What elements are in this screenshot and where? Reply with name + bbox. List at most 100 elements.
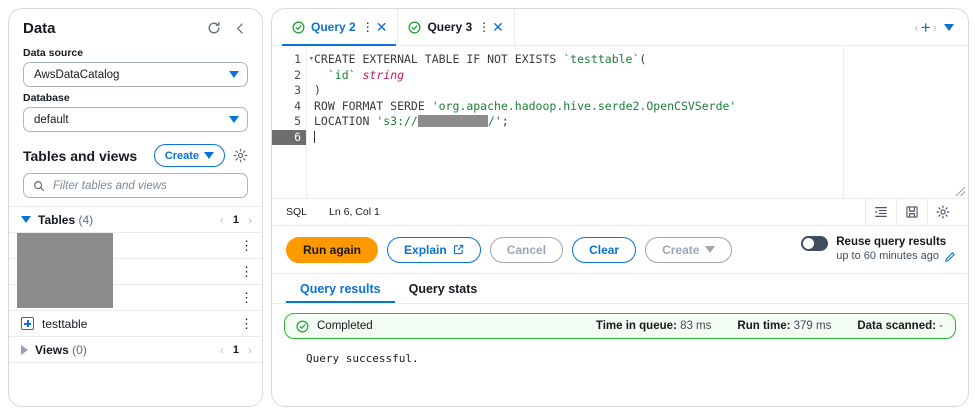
query-tabbar: Query 2 ⋮ ✕ Query 3 ⋮ ✕ ‹ + › — [272, 9, 968, 46]
redaction-overlay-s3-path — [417, 115, 488, 127]
line-number: 3 — [294, 83, 301, 97]
line-number: 5 — [294, 114, 301, 128]
explain-button[interactable]: Explain — [387, 236, 481, 263]
tab-query-2[interactable]: Query 2 ⋮ ✕ — [282, 9, 399, 46]
sidebar-header: Data — [9, 9, 262, 42]
create-dropdown-button: Create — [645, 236, 733, 263]
reuse-label: Reuse query results — [836, 236, 947, 248]
code-line-2: `id` string — [327, 67, 405, 82]
scroll-right-icon[interactable]: › — [932, 19, 937, 35]
tables-and-views-title: Tables and views — [23, 147, 138, 164]
row-actions-icon[interactable]: ⋮ — [240, 290, 253, 305]
filter-tables-input[interactable] — [51, 178, 238, 193]
tables-group-label: Tables (4) — [38, 212, 94, 227]
clear-button[interactable]: Clear — [572, 236, 637, 263]
next-page-icon[interactable]: › — [248, 342, 252, 357]
external-link-icon — [453, 244, 464, 255]
views-pagination: ‹ 1 › — [220, 344, 252, 356]
close-icon[interactable]: ✕ — [492, 19, 504, 35]
plus-icon[interactable]: + — [920, 17, 931, 37]
page-title: Data — [23, 19, 56, 37]
chevron-down-icon — [229, 116, 239, 123]
check-circle-icon — [296, 320, 309, 333]
tab-query-stats[interactable]: Query stats — [408, 281, 478, 296]
tab-query-results[interactable]: Query results — [286, 274, 395, 304]
editor-language: SQL — [286, 206, 308, 218]
tab-menu-icon[interactable]: ⋮ — [478, 20, 491, 34]
row-actions-icon[interactable]: ⋮ — [240, 264, 253, 279]
collapse-panel-icon[interactable] — [230, 18, 250, 38]
database-value: default — [34, 113, 69, 126]
tab-label: Query 3 — [427, 20, 473, 34]
row-actions-icon[interactable]: ⋮ — [240, 238, 253, 253]
code-line-6 — [314, 130, 968, 146]
gear-icon[interactable] — [927, 199, 958, 225]
tables-list: ⋮ ⋮ ⋮ testtable ⋮ — [9, 232, 262, 336]
reuse-query-results: Reuse query results up to 60 minutes ago — [801, 235, 956, 264]
save-icon[interactable] — [896, 199, 927, 225]
editor-resize-handle[interactable] — [956, 187, 965, 196]
cursor-position: Ln 6, Col 1 — [329, 206, 380, 218]
code-area[interactable]: CREATE EXTERNAL TABLE IF NOT EXISTS `tes… — [306, 46, 968, 198]
code-line-1: CREATE EXTERNAL TABLE IF NOT EXISTS `tes… — [314, 52, 647, 66]
tables-pagination: ‹ 1 › — [220, 214, 252, 226]
tables-page-number[interactable]: 1 — [232, 213, 239, 226]
database-select[interactable]: default — [23, 107, 248, 132]
reuse-query-results-text: Reuse query results up to 60 minutes ago — [836, 235, 956, 264]
editor-divider — [843, 46, 844, 198]
run-again-button[interactable]: Run again — [286, 236, 379, 263]
tables-group-header[interactable]: Tables (4) ‹ 1 › — [9, 206, 262, 232]
close-icon[interactable]: ✕ — [375, 19, 388, 35]
data-source-label: Data source — [23, 47, 84, 59]
sidebar-body: Data source AwsDataCatalog Database defa… — [9, 42, 262, 206]
table-row[interactable]: testtable ⋮ — [9, 310, 262, 336]
text-cursor — [314, 130, 315, 143]
next-page-icon[interactable]: › — [248, 212, 252, 227]
expand-table-icon[interactable] — [21, 317, 34, 330]
scroll-left-icon[interactable]: ‹ — [914, 19, 919, 35]
chevron-down-icon[interactable] — [21, 216, 31, 223]
result-message: Query successful. — [306, 352, 419, 366]
views-group-label: Views (0) — [35, 342, 87, 357]
chevron-right-icon[interactable] — [21, 344, 28, 355]
line-number: 4 — [294, 98, 301, 113]
chevron-down-icon — [204, 152, 214, 159]
metric-run-time: Run time: 379 ms — [737, 320, 832, 333]
metric-time-in-queue: Time in queue: 83 ms — [595, 320, 712, 333]
reuse-sublabel: up to 60 minutes ago — [836, 250, 939, 263]
fold-toggle-icon[interactable]: ▾ — [308, 54, 314, 64]
format-indent-icon[interactable] — [865, 199, 896, 225]
row-actions-icon[interactable]: ⋮ — [240, 316, 253, 331]
check-circle-icon — [292, 21, 305, 34]
query-metrics: Time in queue: 83 ms Run time: 379 ms Da… — [596, 320, 943, 332]
gear-icon[interactable] — [233, 148, 248, 163]
line-number-gutter: 1▾ 2 3 4 5 6 — [272, 46, 314, 198]
data-source-select[interactable]: AwsDataCatalog — [23, 62, 248, 87]
status-banner: Completed Time in queue: 83 ms Run time:… — [284, 313, 956, 340]
sql-editor[interactable]: 1▾ 2 3 4 5 6 CREATE EXTERNAL TABLE IF NO… — [272, 46, 968, 198]
redaction-overlay-table-names — [17, 233, 113, 308]
search-icon — [33, 180, 45, 192]
chevron-down-icon[interactable] — [944, 23, 954, 31]
reuse-sublabel-row: up to 60 minutes ago — [836, 250, 956, 264]
table-name: testtable — [42, 316, 88, 331]
check-circle-icon — [408, 21, 421, 34]
data-sidebar: Data Data source AwsDataCatalog Database — [8, 8, 263, 407]
tab-menu-icon[interactable]: ⋮ — [361, 20, 374, 34]
metric-data-scanned: Data scanned: - — [857, 320, 943, 333]
prev-page-icon[interactable]: ‹ — [219, 342, 224, 357]
data-source-value: AwsDataCatalog — [34, 68, 120, 81]
tab-query-3[interactable]: Query 3 ⋮ ✕ — [398, 9, 515, 45]
create-dropdown-label: Create — [662, 242, 700, 257]
pencil-icon[interactable] — [944, 251, 956, 263]
prev-page-icon[interactable]: ‹ — [219, 212, 224, 227]
views-group-header[interactable]: Views (0) ‹ 1 › — [9, 336, 262, 362]
tabbar-controls: ‹ + › — [914, 9, 968, 45]
filter-tables-field[interactable] — [23, 173, 248, 198]
create-button[interactable]: Create — [153, 144, 225, 167]
explain-button-label: Explain — [404, 242, 447, 257]
refresh-icon[interactable] — [204, 18, 224, 38]
views-page-number[interactable]: 1 — [232, 343, 239, 356]
reuse-query-results-toggle[interactable] — [801, 236, 829, 251]
